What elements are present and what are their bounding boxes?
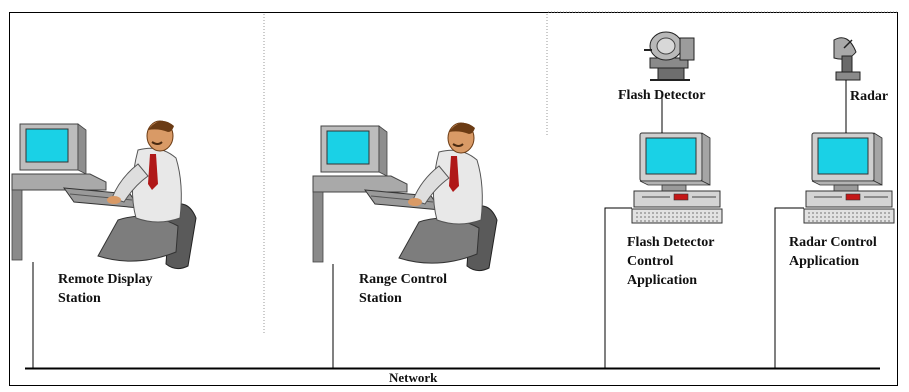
station-label-range-control: Range Control Station [359,270,447,308]
station-label-line: Range Control [359,272,448,287]
station-label-line: Flash Detector [627,235,715,250]
station-label-flash-detector-control: Flash Detector Control Application [627,233,714,290]
station-label-line: Radar Control [789,235,877,250]
remote-display-workstation-icon [11,119,197,270]
flash-detector-drop [604,207,632,368]
network-label: Network [389,370,438,385]
range-control-workstation-icon [312,121,498,272]
station-label-radar-control: Radar Control Application [789,233,877,271]
radar-control-pc-icon [803,132,895,224]
station-label-line: Application [627,273,698,288]
radar-icon [833,37,861,81]
station-label-line: Station [359,291,402,306]
sensor-label-radar: Radar [850,89,889,104]
flash-detector-icon [644,31,695,81]
station-label-remote-display: Remote Display Station [58,270,153,308]
sensor-label-flash-detector: Flash Detector [618,88,706,103]
station-label-line: Control [627,254,674,269]
station-label-line: Station [58,291,101,306]
station-label-line: Remote Display [58,272,153,287]
flash-detector-pc-icon [631,132,723,224]
station-label-line: Application [789,254,860,269]
radar-control-drop [774,207,804,368]
diagram-frame [9,12,898,386]
